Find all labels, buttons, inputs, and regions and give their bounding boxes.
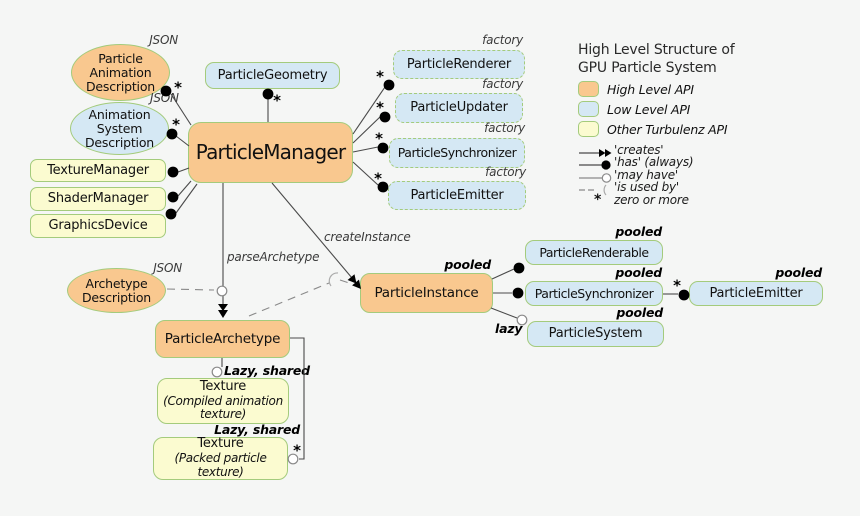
asterisk-updater: * xyxy=(376,98,384,117)
asterisk-renderer: * xyxy=(376,67,384,86)
texture-compiled-subtitle: (Compiled animation texture) xyxy=(163,393,283,422)
zero-or-more-glyph: * xyxy=(594,191,602,208)
creates-label: 'creates' xyxy=(614,143,664,158)
node-particle-emitter-pooled: ParticleEmitter xyxy=(689,281,823,306)
asterisk-system-description: * xyxy=(172,115,180,134)
is-used-by-arc-icon xyxy=(578,181,614,196)
has-dot-icon xyxy=(578,156,614,170)
node-particle-archetype: ParticleArchetype xyxy=(155,320,290,358)
zero-or-more-asterisk-icon: * xyxy=(578,191,614,208)
high-level-api-label: High Level API xyxy=(607,81,694,97)
asterisk-animation-description: * xyxy=(174,78,182,97)
other-turbulenz-api-label: Other Turbulenz API xyxy=(607,121,728,137)
legend: High Level Structure of GPU Particle Sys… xyxy=(578,42,828,208)
edge-instance-renderable xyxy=(491,268,515,280)
legend-relation-is-used-by: 'is used by' xyxy=(578,180,828,196)
edge-label-pooled-renderable: pooled xyxy=(615,224,662,239)
node-particle-manager: ParticleManager xyxy=(188,122,353,183)
low-level-api-label: Low Level API xyxy=(607,101,691,117)
texture-compiled-title: Texture xyxy=(199,378,247,394)
edge-label-factory-renderer: factory xyxy=(482,33,523,47)
node-archetype-description: Archetype Description xyxy=(67,268,166,313)
node-animation-system-description: Animation System Description xyxy=(70,102,169,155)
legend-relation-zero-or-more: * zero or more xyxy=(578,191,828,208)
asterisk-emitter-pooled: * xyxy=(673,276,681,295)
legend-relations: 'creates' 'has' (always) 'may have' 'is … xyxy=(578,143,828,208)
high-level-api-swatch xyxy=(578,81,599,98)
creates-arrowhead-parse-archetype xyxy=(218,304,228,318)
legend-item-low-level-api: Low Level API xyxy=(578,101,828,118)
edge-shadermanager-manager xyxy=(177,180,192,197)
zero-or-more-label: zero or more xyxy=(614,192,689,207)
edge-label-json-animation: JSON xyxy=(149,33,178,47)
legend-title: High Level Structure of GPU Particle Sys… xyxy=(578,42,735,76)
node-particle-renderer: ParticleRenderer xyxy=(393,50,525,79)
edge-label-pooled-instance: pooled xyxy=(444,257,491,272)
texture-packed-subtitle: (Packed particle texture) xyxy=(174,451,267,479)
node-shader-manager: ShaderManager xyxy=(30,187,166,211)
edge-label-lazy-shared-2: Lazy, shared xyxy=(214,422,300,437)
edge-label-factory-synchronizer: factory xyxy=(484,121,525,135)
node-texture-manager: TextureManager xyxy=(30,159,166,182)
has-label: 'has' (always) xyxy=(614,155,694,170)
node-particle-synchronizer-pooled: ParticleSynchronizer xyxy=(525,281,663,306)
edge-label-pooled-emitter: pooled xyxy=(775,265,822,280)
may-have-label: 'may have' xyxy=(614,167,679,182)
edge-label-pooled-synchronizer: pooled xyxy=(615,265,662,280)
is-used-by-label: 'is used by' xyxy=(614,180,679,195)
node-particle-geometry: ParticleGeometry xyxy=(205,62,340,89)
node-graphics-device: GraphicsDevice xyxy=(30,214,166,238)
asterisk-emitter: * xyxy=(374,169,382,188)
asterisk-packed-texture: * xyxy=(293,441,301,460)
edge-manager-synchronizer xyxy=(352,146,379,153)
edge-label-create-instance: createInstance xyxy=(324,230,411,244)
edge-label-factory-updater: factory xyxy=(482,77,523,91)
node-particle-system: ParticleSystem xyxy=(527,321,664,347)
edge-label-pooled-system: pooled xyxy=(616,305,663,320)
node-particle-instance: ParticleInstance xyxy=(360,273,493,313)
node-particle-synchronizer-factory: ParticleSynchronizer xyxy=(389,138,525,168)
legend-relation-creates: 'creates' xyxy=(578,143,828,158)
node-particle-updater: ParticleUpdater xyxy=(395,93,523,123)
texture-packed-title: Texture xyxy=(197,436,244,452)
legend-item-high-level-api: High Level API xyxy=(578,81,828,98)
asterisk-geometry: * xyxy=(273,91,281,110)
may-have-circle-icon xyxy=(578,169,614,183)
node-particle-animation-description: Particle Animation Description xyxy=(71,44,170,101)
edge-instance-system xyxy=(490,307,518,319)
legend-item-other-turbulenz-api: Other Turbulenz API xyxy=(578,121,828,138)
node-particle-renderable: ParticleRenderable xyxy=(525,240,663,265)
edge-archetypedesc-parse xyxy=(166,288,215,291)
edge-archetype-instance-b xyxy=(339,279,353,285)
creates-arrow-icon xyxy=(578,144,614,157)
edge-label-parse-archetype: parseArchetype xyxy=(227,250,320,264)
node-particle-emitter-factory: ParticleEmitter xyxy=(388,181,526,210)
edge-graphicsdevice-manager xyxy=(175,183,198,214)
legend-relation-has: 'has' (always) xyxy=(578,155,828,170)
edge-label-lazy-shared-1: Lazy, shared xyxy=(224,363,310,378)
node-texture-packed: Texture (Packed particle texture) xyxy=(153,436,288,480)
legend-relation-may-have: 'may have' xyxy=(578,167,828,183)
low-level-api-swatch xyxy=(578,101,599,118)
edge-label-lazy: lazy xyxy=(495,321,523,336)
other-turbulenz-api-swatch xyxy=(578,121,599,138)
edge-label-factory-emitter: factory xyxy=(485,165,526,179)
is-used-by-arc-mark xyxy=(328,272,339,287)
asterisk-synchronizer: * xyxy=(375,129,383,148)
node-texture-compiled: Texture (Compiled animation texture) xyxy=(157,378,289,424)
edge-archetype-instance-a xyxy=(248,282,330,317)
edge-label-json-archetype: JSON xyxy=(153,261,182,275)
